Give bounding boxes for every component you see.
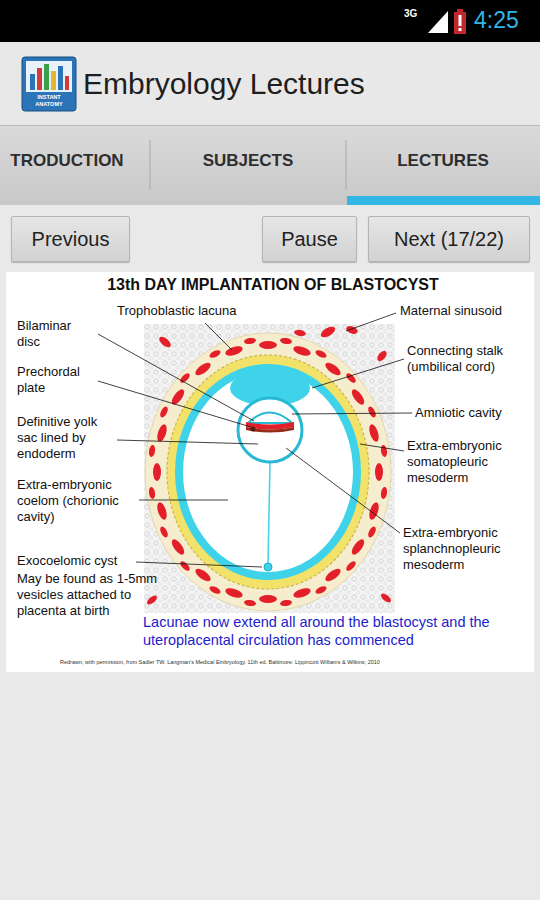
structure-label: Extra-embryonic splanchnopleuric mesoder… xyxy=(403,525,535,573)
status-clock: 4:25 xyxy=(474,6,519,34)
leader-lines xyxy=(98,313,412,567)
structure-note: May be found as 1-5mm vesicles attached … xyxy=(17,571,165,619)
nav-button-text: Pause xyxy=(281,228,338,251)
nav-button: Pause xyxy=(262,216,357,262)
app-icon xyxy=(22,57,76,111)
nav-button: Next (17/22) xyxy=(368,216,530,262)
structure-label: Definitive yolk sac lined by endoderm xyxy=(17,414,113,462)
tab-divider xyxy=(150,140,151,190)
structure-label: Maternal sinusoid xyxy=(400,303,535,319)
structure-label: Prechordal plate xyxy=(17,364,95,396)
slide-caption: Lacunae now extend all around the blasto… xyxy=(143,613,531,649)
app-title-bar: Embryology Lectures xyxy=(0,42,540,125)
app-icon-text: INSTANT ANATOMY xyxy=(23,94,75,107)
tab-text: TRODUCTION xyxy=(10,151,123,171)
tab: TRODUCTION xyxy=(3,125,131,197)
tab-text: SUBJECTS xyxy=(203,151,294,171)
tab-selected: LECTURES xyxy=(373,125,513,197)
app-bar xyxy=(0,42,540,125)
extraembryonic-mesoderm xyxy=(175,364,361,580)
tab-divider xyxy=(346,140,347,190)
structure-label: Amniotic cavity xyxy=(415,405,535,421)
battery-icon xyxy=(454,9,466,34)
nav-button: Previous xyxy=(11,216,130,262)
chorionic-cavity xyxy=(183,372,353,572)
image-credit: Redrawn, with permission, from Sadler TW… xyxy=(60,659,380,666)
endometrium xyxy=(144,324,395,613)
exocoelomic-cyst xyxy=(264,563,272,571)
cytotrophoblast xyxy=(167,355,369,589)
structure-label: Extra-embryonic somatopleuric mesoderm xyxy=(407,438,535,486)
cyst-stalk xyxy=(268,462,270,564)
status-network: 3G xyxy=(404,8,417,20)
signal-icon xyxy=(428,11,448,33)
tab: SUBJECTS xyxy=(178,125,318,197)
tab-bar xyxy=(0,125,540,205)
structure-label: Bilaminar disc xyxy=(17,318,95,350)
tab-bar-edge xyxy=(0,125,540,126)
nav-button-text: Previous xyxy=(32,228,110,251)
endometrium-texture xyxy=(144,324,395,613)
amnion xyxy=(248,413,292,424)
app-title-bar-text: Embryology Lectures xyxy=(83,67,365,101)
structure-label: Exocoelomic cyst xyxy=(17,553,132,569)
nav-button-text: Next (17/22) xyxy=(394,228,504,251)
slide-title: 13th DAY IMPLANTATION OF BLASTOCYST xyxy=(3,275,540,295)
tab-selected-text: LECTURES xyxy=(397,151,489,171)
structure-label: Trophoblastic lacuna xyxy=(117,303,267,319)
tab-indicator xyxy=(347,196,540,205)
hypoblast xyxy=(246,427,294,433)
status-bar xyxy=(0,0,540,42)
content-ground xyxy=(0,205,540,900)
trophoblastic-lacunae xyxy=(148,337,388,607)
prechordal-plate xyxy=(251,427,256,432)
structure-label: Connecting stalk (umbilical cord) xyxy=(407,343,519,375)
structure-label: Extra-embryonic coelom (chorionic cavity… xyxy=(17,477,135,525)
slide-image xyxy=(6,272,534,672)
